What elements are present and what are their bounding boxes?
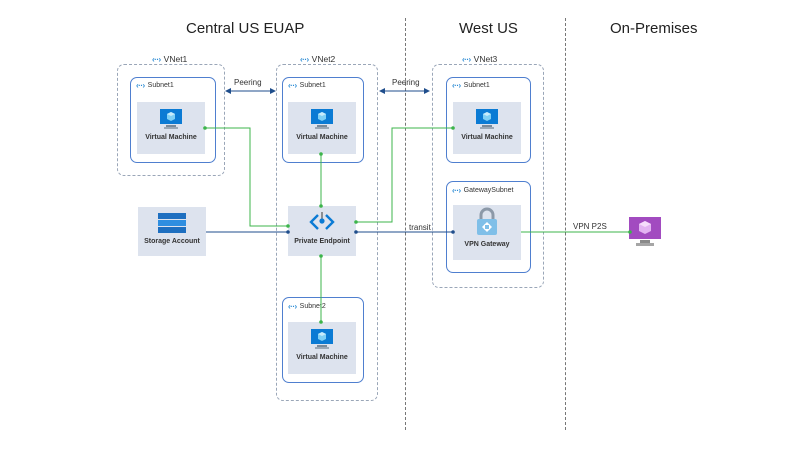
virtual-machine-2-label: Virtual Machine <box>296 134 348 141</box>
region-title-on-premises: On-Premises <box>610 20 698 37</box>
vnet3-label: ‹··› VNet3 <box>460 54 500 64</box>
vpn-gateway[interactable]: VPN Gateway <box>453 205 521 260</box>
virtual-machine-icon <box>160 109 182 129</box>
virtual-machine-icon <box>476 109 498 129</box>
vpn-gateway-label: VPN Gateway <box>464 241 510 248</box>
on-premises-computer-icon <box>629 217 661 246</box>
link-node <box>319 204 323 208</box>
virtual-machine-1-label: Virtual Machine <box>145 134 197 141</box>
region-divider-central-west <box>405 18 406 430</box>
vnet2-subnet2-label: ‹··› Subnet2 <box>288 302 326 311</box>
peering-label-vnet1-vnet2: Peering <box>234 78 262 87</box>
link-node <box>319 254 323 258</box>
vnet3-subnet1-label: ‹··› Subnet1 <box>452 81 490 90</box>
link-node <box>451 126 455 130</box>
private-endpoint[interactable]: Private Endpoint <box>288 206 356 256</box>
link-vm1-private-endpoint <box>205 127 288 227</box>
virtual-machine-2[interactable]: Virtual Machine <box>288 102 356 154</box>
vnet1-subnet1-label: ‹··› Subnet1 <box>136 81 174 90</box>
subnet-icon: ‹··› <box>452 81 461 90</box>
private-endpoint-icon <box>309 212 335 230</box>
vnet1-label: ‹··› VNet1 <box>150 54 190 64</box>
link-node <box>319 152 323 156</box>
link-node <box>628 230 632 234</box>
storage-account-label: Storage Account <box>144 238 200 245</box>
private-endpoint-label: Private Endpoint <box>294 238 350 245</box>
virtual-machine-4-label: Virtual Machine <box>296 354 348 361</box>
subnet-icon: ‹··› <box>288 302 297 311</box>
vnet2-subnet1-label: ‹··› Subnet1 <box>288 81 326 90</box>
link-vm3-private-endpoint <box>356 127 453 223</box>
region-divider-west-onprem <box>565 18 566 430</box>
subnet-icon: ‹··› <box>136 81 145 90</box>
peering-label-vnet2-vnet3: Peering <box>392 78 420 87</box>
link-node <box>354 220 358 224</box>
link-node <box>286 230 290 234</box>
vnet-icon: ‹··› <box>152 54 161 64</box>
virtual-machine-4[interactable]: Virtual Machine <box>288 322 356 374</box>
vnet1-container <box>117 64 225 176</box>
subnet-icon: ‹··› <box>452 186 461 195</box>
storage-account[interactable]: Storage Account <box>138 207 206 256</box>
vnet3-gateway-subnet-label: ‹··› GatewaySubnet <box>452 186 514 195</box>
link-node <box>451 230 455 234</box>
virtual-machine-1[interactable]: Virtual Machine <box>137 102 205 154</box>
virtual-machine-3[interactable]: Virtual Machine <box>453 102 521 154</box>
vnet3-container <box>432 64 544 288</box>
virtual-machine-icon <box>311 329 333 349</box>
link-node <box>203 126 207 130</box>
link-node <box>319 320 323 324</box>
region-title-central-us-euap: Central US EUAP <box>186 20 305 37</box>
virtual-machine-3-label: Virtual Machine <box>461 134 513 141</box>
virtual-machine-icon <box>311 109 333 129</box>
link-node <box>286 224 290 228</box>
vnet-icon: ‹··› <box>462 54 471 64</box>
link-node <box>354 230 358 234</box>
region-title-west-us: West US <box>459 20 518 37</box>
storage-account-icon <box>158 213 186 233</box>
subnet-icon: ‹··› <box>288 81 297 90</box>
vpn-gateway-icon <box>477 207 497 235</box>
vnet-icon: ‹··› <box>300 54 309 64</box>
vnet2-label: ‹··› VNet2 <box>298 54 338 64</box>
vpn-p2s-label: VPN P2S <box>573 222 607 231</box>
transit-label: transit <box>409 223 431 232</box>
